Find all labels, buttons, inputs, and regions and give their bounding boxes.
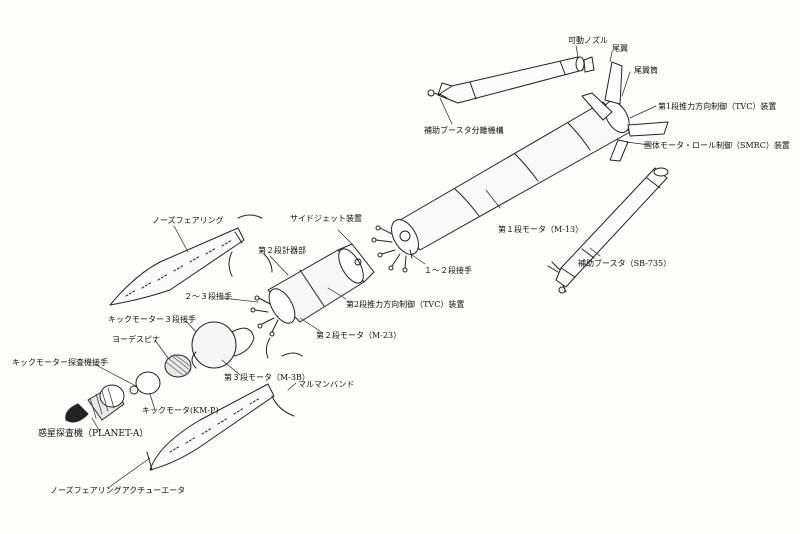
kick-motor-assembly [129,353,192,395]
label-second-stage-motor: 第２段モータ（M-23） [316,331,402,340]
label-first-stage-motor: 第１段モータ（M-13） [498,225,584,234]
label-booster-separation: 補助ブースタ分離機構 [424,126,504,135]
label-tail-fin-tube: 尾翼筒 [634,66,658,75]
label-marman-band: マルマンバンド [298,380,355,389]
upper-booster [427,56,595,104]
label-smrc: 固体モータ・ロール制御（SMRC）装置 [644,141,790,150]
label-booster: 補助ブースタ（SB-735） [578,259,672,268]
lower-booster [547,167,669,294]
label-third-stage-motor: 第３段モータ（M-3B） [224,373,310,382]
label-kick-motor-stage3-joint: キックモーター３段接手 [108,315,196,324]
motion-arrows [228,214,303,417]
second-stage-motor [250,243,375,337]
upper-nose-fairing [109,227,245,306]
first-stage-motor [371,61,669,273]
label-movable-nozzle: 可動ノズル [568,36,608,45]
label-interstage-12: １～２段接手 [424,266,472,275]
label-second-stage-tvc: 第2段推力方向制御（TVC）装置 [346,300,465,309]
third-stage-motor [191,321,255,369]
label-fairing-actuator: ノーズフェアリングアクチューエータ [50,486,186,495]
label-probe: 惑星探査機（PLANET-A） [38,429,149,439]
label-yo-despinner: ヨーデスピナ [112,335,160,344]
lower-nose-fairing [146,383,275,471]
label-tail-fin: 尾翼 [612,44,628,53]
label-nose-fairing: ノーズフェアリング [152,216,224,225]
label-stage2-instrument: 第２段計器部 [258,246,306,255]
label-first-stage-tvc: 第1段推力方向制御（TVC）装置 [658,102,777,111]
label-kick-motor-probe-joint: キックモーター探査機接手 [12,358,108,367]
label-interstage-23: ２～３段接手 [184,292,232,301]
planetary-probe [65,384,125,423]
leader-lines [91,45,657,489]
label-kick-motor: キックモータ(KM-P) [142,406,219,415]
label-side-jet: サイドジェット装置 [290,214,362,223]
